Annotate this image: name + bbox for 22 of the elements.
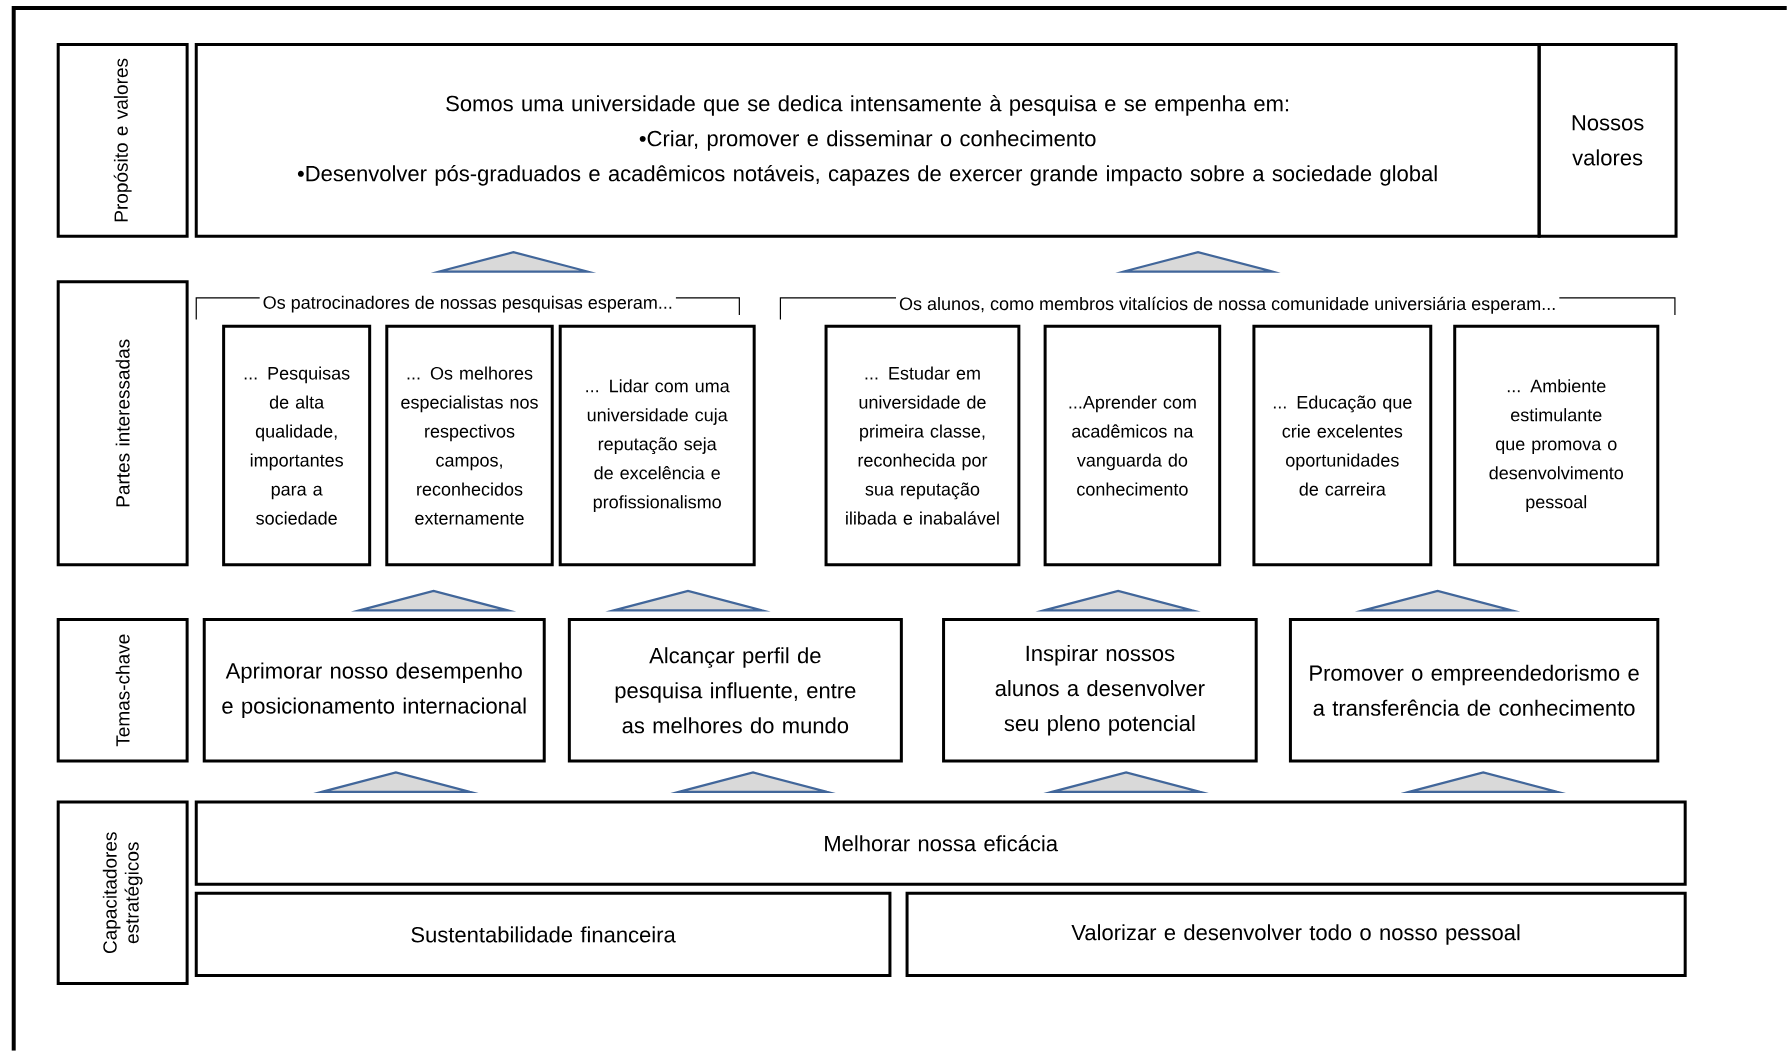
stakeholder-box: ... Ambiente estimulante que promova o desenvolvimento pessoal — [1453, 324, 1660, 567]
text-box: Alcançar perfil de pesquisa influente, entre as melhores do mundo — [567, 618, 903, 763]
stakeholder-box: ...Aprender com acadêmicos na vanguarda do conhecimento — [1043, 324, 1222, 567]
text-box: Nossos valores — [1537, 43, 1678, 238]
row-label-box: Capacitadores estratégicos — [56, 800, 189, 986]
group-heading: Os patrocinadores de nossas pesquisas esperam... — [259, 292, 676, 316]
row-label-box: Propósito e valores — [56, 43, 189, 238]
text-box: Somos uma universidade que se dedica intensamente à pesquisa e se empenha em: •Criar, promover e disseminar o conhecimento •Desenvolver pós-graduados e acadêmicos notáveis, capazes de exercer grande impacto sobre a sociedade global — [194, 43, 1541, 238]
stakeholder-box: ... Lidar com uma universidade cuja reputação seja de excelência e profissionalismo — [558, 324, 756, 567]
text-box: Valorizar e desenvolver todo o nosso pessoal — [905, 891, 1687, 978]
row-label-box: Partes interessadas — [56, 280, 189, 567]
text-box: Melhorar nossa eficácia — [194, 800, 1687, 886]
stakeholder-box: ... Pesquisas de alta qualidade, importantes para a sociedade — [222, 324, 372, 567]
text-box: Aprimorar nosso desempenho e posicionamento internacional — [202, 618, 546, 763]
text-box: Promover o empreendedorismo e a transferência de conhecimento — [1288, 618, 1660, 763]
stakeholder-box: ... Educação que crie excelentes oportunidades de carreira — [1252, 324, 1433, 567]
row-label-box: Temas-chave — [56, 618, 189, 763]
stakeholder-box: ... Estudar em universidade de primeira classe, reconhecida por sua reputação ilibada e inabalável — [824, 324, 1021, 567]
stakeholder-box: ... Os melhores especialistas nos respectivos campos, reconhecidos externamente — [385, 324, 554, 567]
text-box: Inspirar nossos alunos a desenvolver seu pleno potencial — [942, 618, 1258, 763]
group-heading: Os alunos, como membros vitalícios de nossa comunidade universiária esperam... — [896, 293, 1560, 317]
text-box: Sustentabilidade financeira — [194, 891, 892, 978]
